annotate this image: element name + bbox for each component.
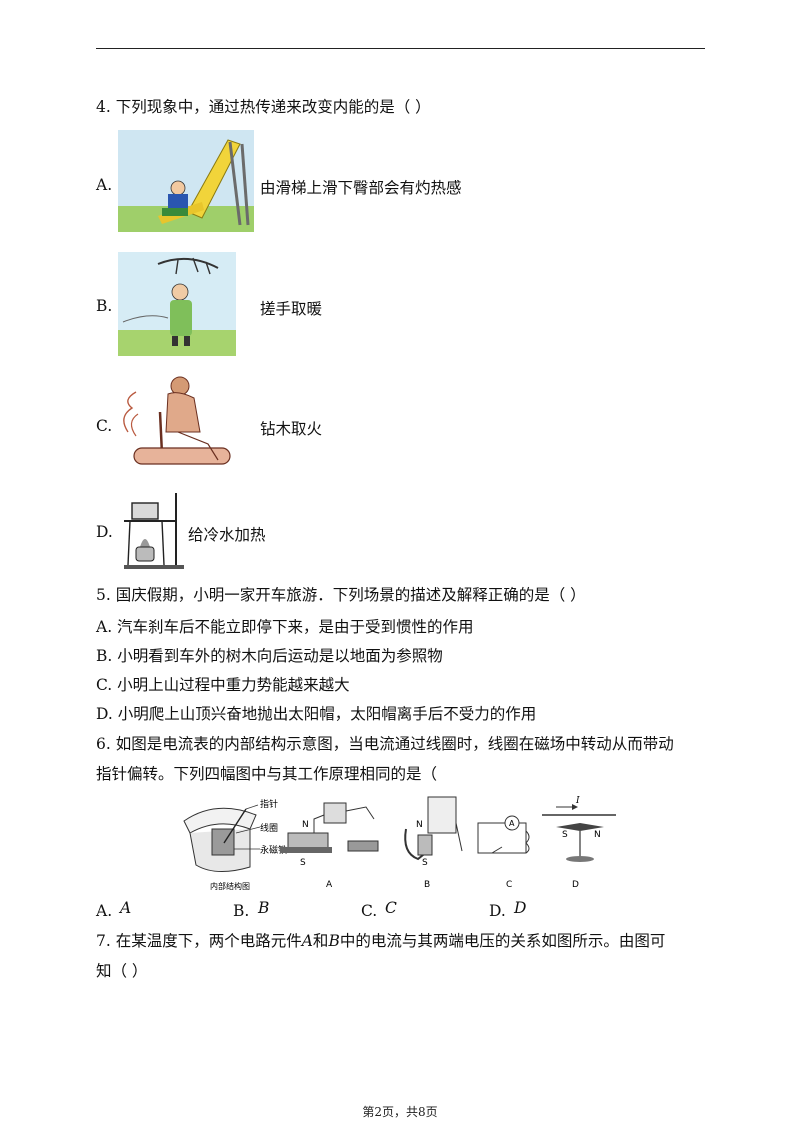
svg-text:N: N — [302, 820, 309, 830]
q6-stem-line2: 指针偏转。下列四幅图中与其工作原理相同的是（ — [96, 765, 438, 783]
figure-d-diagram — [542, 804, 616, 862]
caption-main: 内部结构图 — [210, 881, 250, 891]
svg-text:S: S — [422, 858, 428, 868]
q6-option-c-value: C — [385, 899, 397, 917]
svg-text:S: S — [300, 858, 306, 868]
q5-option-c: C. 小明上山过程中重力势能越来越大 — [96, 676, 350, 694]
q4-option-a-text: 由滑梯上滑下臀部会有灼热感 — [260, 179, 462, 197]
caption-b: B — [424, 880, 430, 890]
figure-c-diagram — [477, 815, 530, 854]
svg-text:N: N — [416, 820, 423, 830]
q6-option-a-value: A — [120, 899, 132, 917]
figure-a-diagram — [280, 802, 379, 853]
svg-text:A: A — [509, 819, 515, 828]
caption-c: C — [506, 880, 512, 890]
svg-text:S: S — [562, 830, 568, 840]
q4-option-c-text: 钻木取火 — [260, 420, 323, 438]
q5-option-b: B. 小明看到车外的树木向后运动是以地面为参照物 — [96, 647, 443, 665]
q6-stem-line1: 6. 如图是电流表的内部结构示意图，当电流通过线圈时，线圈在磁场中转动从而带动 — [96, 735, 674, 753]
q6-option-b-letter: B. — [233, 902, 250, 920]
q4-option-a-letter: A. — [96, 176, 113, 194]
q4-option-c-letter: C. — [96, 417, 113, 435]
q5-option-a: A. 汽车刹车后不能立即停下来，是由于受到惯性的作用 — [96, 618, 474, 636]
label-coil: 线圈 — [260, 822, 278, 834]
rubbing-hands-illustration — [118, 252, 236, 356]
q7-var-b: B — [328, 932, 340, 950]
q6-option-a-letter: A. — [96, 902, 113, 920]
page-footer: 第2页，共8页 — [362, 1105, 438, 1119]
q4-stem: 4. 下列现象中，通过热传递来改变内能的是（ ） — [96, 98, 431, 116]
header-rule — [96, 48, 705, 49]
q4-option-b-letter: B. — [96, 297, 113, 315]
drilling-wood-illustration — [118, 372, 238, 476]
q4-option-d-text: 给冷水加热 — [188, 526, 266, 544]
q5-option-d: D. 小明爬上山顶兴奋地抛出太阳帽，太阳帽离手后不受力的作用 — [96, 705, 537, 723]
svg-text:I: I — [575, 796, 580, 806]
caption-a: A — [326, 880, 333, 890]
heating-water-illustration — [124, 493, 184, 569]
ammeter-figure: 指针 线圈 永磁铁 内部结构图 N S A N S B A C I — [183, 796, 616, 891]
internal-structure-diagram — [183, 804, 261, 872]
q6-option-d-value: D — [514, 899, 527, 917]
slide-illustration — [118, 130, 254, 232]
q7-stem-line2: 知（ ） — [96, 962, 148, 980]
q6-option-d-letter: D. — [489, 902, 506, 920]
label-pointer: 指针 — [260, 798, 278, 810]
svg-text:N: N — [594, 830, 601, 840]
q4-option-b-text: 搓手取暖 — [260, 300, 323, 318]
caption-d: D — [572, 880, 579, 890]
figure-b-diagram — [404, 796, 463, 861]
q5-stem: 5. 国庆假期，小明一家开车旅游．下列场景的描述及解释正确的是（ ） — [96, 586, 586, 604]
q7-var-a: A — [301, 932, 313, 950]
q4-option-d-letter: D. — [96, 523, 113, 541]
q7-stem-line1: 7. 在某温度下，两个电路元件A和B中的电流与其两端电压的关系如图所示。由图可 — [96, 932, 666, 950]
q6-option-c-letter: C. — [361, 902, 378, 920]
q6-option-b-value: B — [258, 899, 270, 917]
